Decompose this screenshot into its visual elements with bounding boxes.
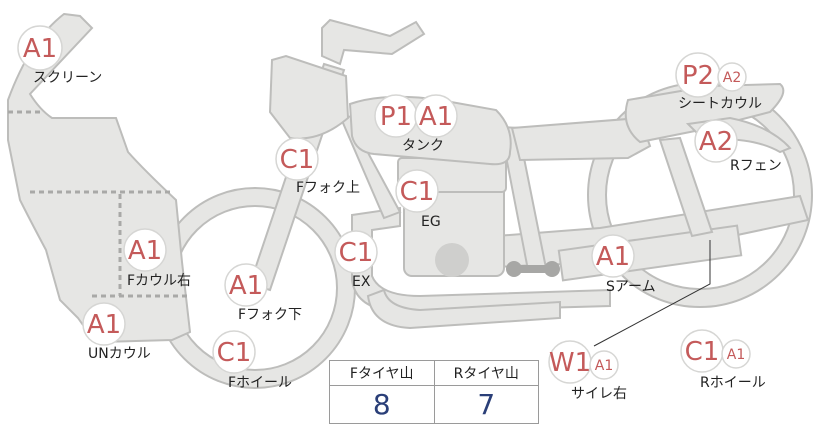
un-cowl-label: UNカウル (88, 346, 151, 362)
rear-tire-value: 7 (433, 385, 539, 424)
code-badge-text: A1 (595, 358, 613, 374)
code-badge-circle (721, 339, 751, 369)
seat-shape (510, 116, 652, 162)
silencer-leader-line (593, 240, 711, 347)
r-wheel-label: Rホイール (700, 375, 766, 391)
f-cowl-right-code-badge-1: A1 (123, 228, 167, 272)
f-wheel-code-badge-1: C1 (212, 330, 256, 374)
f-cowl-right-label: Fカウル右 (127, 273, 191, 289)
s-arm-label: Sアーム (606, 279, 656, 295)
code-badge-circle (82, 302, 126, 346)
code-badge-text: A1 (128, 236, 162, 266)
rear-frame-shape (658, 136, 714, 238)
f-fork-upper-label: Fフォク上 (296, 180, 360, 196)
un-cowl-code-badge-1: A1 (82, 302, 126, 346)
handlebar-shape (321, 18, 426, 66)
silencer-right-code-badge-1: W1 (548, 340, 592, 384)
r-wheel-code-badge-2: A1 (721, 339, 751, 369)
code-badge-text: P1 (380, 102, 412, 132)
r-fender-label: Rフェン (730, 158, 782, 174)
silencer-right-label: サイレ右 (571, 386, 627, 402)
seat-cowl-shape (624, 82, 785, 144)
code-badge-text: A1 (419, 102, 453, 132)
tank-code-badge-2: A1 (414, 94, 458, 138)
code-badge-text: A1 (596, 242, 630, 272)
tank-label: タンク (402, 138, 444, 154)
f-fork-upper-code-badge-1: C1 (275, 137, 319, 181)
code-badge-text: C1 (339, 238, 374, 268)
code-badge-text: A1 (23, 34, 57, 64)
code-badge-circle (275, 137, 319, 181)
f-wheel-label: Fホイール (228, 375, 292, 391)
front-tire-header: Fタイヤ山 (329, 360, 435, 386)
silencer-right-code-badge-2: A1 (589, 350, 619, 380)
code-badge-circle (717, 62, 747, 92)
code-badge-text: C1 (685, 337, 720, 367)
f-fork-lower-label: Fフォク下 (238, 307, 302, 323)
engine-cover-shape (435, 243, 469, 277)
code-badge-text: A1 (229, 271, 263, 301)
code-badge-text: A2 (723, 70, 741, 86)
tire-table-header-row: Fタイヤ山 Rタイヤ山 (329, 360, 539, 386)
r-wheel-code-badge-1: C1 (680, 329, 724, 373)
ex-label: EX (352, 274, 371, 290)
code-badge-circle (334, 230, 378, 274)
code-badge-text: A1 (87, 310, 121, 340)
screen-code-badge-1: A1 (17, 25, 63, 71)
code-badge-circle (212, 330, 256, 374)
exhaust-pipe-2-shape (366, 288, 561, 330)
code-badge-circle (591, 234, 635, 278)
code-badge-circle (224, 263, 268, 307)
code-badge-circle (17, 25, 63, 71)
code-badge-text: P2 (682, 61, 714, 91)
code-badge-circle (589, 350, 619, 380)
screen-label: スクリーン (33, 70, 102, 86)
code-badge-text: A1 (727, 347, 745, 363)
code-badge-text: W1 (549, 348, 591, 378)
f-fork-lower-code-badge-1: A1 (224, 263, 268, 307)
code-badge-text: C1 (280, 145, 315, 175)
seat-cowl-code-badge-2: A2 (717, 62, 747, 92)
eg-label: EG (421, 214, 441, 230)
s-arm-code-badge-1: A1 (591, 234, 635, 278)
eg-code-badge-1: C1 (395, 169, 439, 213)
seat-cowl-label: シートカウル (678, 96, 762, 112)
code-badge-circle (123, 228, 167, 272)
r-fender-code-badge-1: A2 (694, 119, 738, 163)
code-badge-text: A2 (699, 127, 733, 157)
code-badge-text: C1 (400, 177, 435, 207)
tank-code-badge-1: P1 (374, 94, 418, 138)
rear-tire-header: Rタイヤ山 (433, 360, 539, 386)
code-badge-circle (395, 169, 439, 213)
seat-cowl-code-badge-1: P2 (675, 52, 721, 98)
front-tire-value: 8 (329, 385, 435, 424)
headlight-shape (268, 54, 350, 140)
footpeg-shape (506, 261, 560, 277)
ex-code-badge-1: C1 (334, 230, 378, 274)
code-badge-circle (694, 119, 738, 163)
tire-table-value-row: 8 7 (329, 385, 539, 424)
tire-tread-table: Fタイヤ山 Rタイヤ山 8 7 (329, 360, 539, 424)
code-badge-text: C1 (217, 338, 252, 368)
code-badge-circle (414, 94, 458, 138)
